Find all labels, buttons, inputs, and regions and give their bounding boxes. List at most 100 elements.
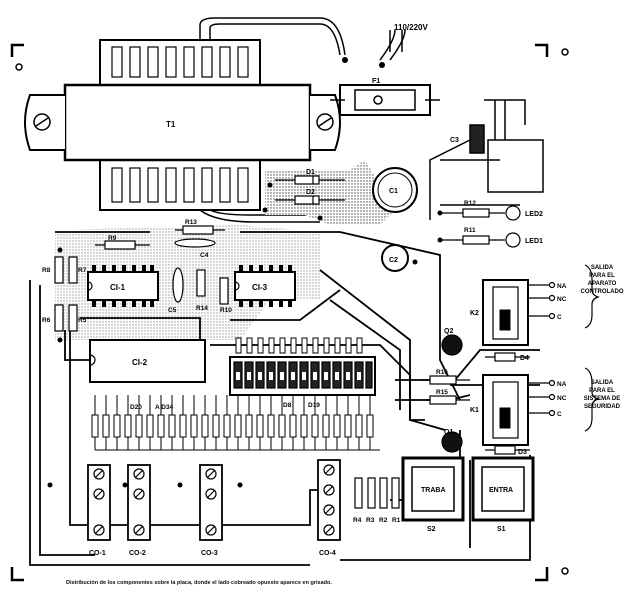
label-co4: CO-4 (319, 550, 336, 557)
salida-ctrl-line: APARATO (588, 281, 617, 287)
label-c3: C3 (450, 137, 459, 144)
ic-ci2 (89, 339, 206, 383)
label-d4: D4 (520, 355, 529, 362)
ci3-pins (239, 265, 292, 307)
figure-caption: Distribución de los componentes sobre la… (66, 580, 332, 586)
wires (199, 17, 406, 223)
label-k2: K2 (470, 310, 479, 317)
label-ci1: CI-1 (110, 283, 126, 292)
label-led1: LED1 (525, 238, 543, 245)
label-salida-controlado: SALIDA PARA EL APARATO CONTROLADO (581, 265, 624, 295)
label-entra: ENTRA (489, 487, 513, 494)
corner-marks (10, 43, 549, 582)
label-co3: CO-3 (201, 550, 218, 557)
label-r16: R16 (436, 369, 448, 376)
label-s1: S1 (497, 526, 506, 533)
label-r5: R5 (78, 317, 87, 324)
label-d8: D8 (283, 402, 292, 409)
label-t1: T1 (166, 120, 176, 129)
label-na2: NA (557, 381, 567, 388)
fuse-f1 (330, 84, 440, 116)
diodes-d4-d3 (485, 352, 530, 455)
label-co1: CO-1 (89, 550, 106, 557)
resistors-r1-r4 (354, 477, 400, 509)
label-d34: A D34 (155, 404, 174, 411)
diode-row-lower (91, 414, 374, 438)
label-c1: C1 (389, 188, 398, 195)
pads (47, 182, 443, 488)
relay-contacts (528, 264, 600, 432)
label-c-2: C (557, 411, 562, 418)
capacitors-c1-c2 (372, 167, 418, 272)
salida-ctrl-line: CONTROLADO (581, 289, 624, 295)
label-d20: D20 (130, 404, 142, 411)
pushbutton-s1 (471, 456, 535, 522)
label-mains: 110/220V (394, 23, 428, 32)
label-k1: K1 (470, 407, 479, 414)
label-r3: R3 (366, 517, 375, 524)
relay-k2 (482, 279, 529, 346)
ic-ci1 (87, 271, 159, 301)
regulator-c3 (429, 99, 544, 220)
transistors (420, 334, 470, 453)
label-d3: D3 (518, 449, 527, 456)
label-c4: C4 (200, 252, 209, 259)
label-na1: NA (557, 283, 567, 290)
label-ci3: CI-3 (252, 283, 268, 292)
label-d19: D19 (308, 402, 320, 409)
label-r8: R8 (42, 267, 51, 274)
label-r9: R9 (108, 235, 117, 242)
transformer-t1 (24, 39, 341, 211)
salida-seg-line: SALIDA (591, 380, 614, 386)
label-q1: Q1 (444, 429, 453, 436)
label-c5: C5 (168, 307, 177, 314)
label-d2: D2 (306, 189, 315, 196)
label-r13: R13 (185, 219, 197, 226)
salida-seg-line: SISTEMA DE (584, 396, 620, 402)
component-labels: 110/220V F1 T1 C3 D1 D2 C1 C2 R12 R11 LE… (42, 23, 567, 557)
label-q2: Q2 (444, 328, 453, 335)
label-r7: R7 (78, 267, 87, 274)
label-c2: C2 (389, 257, 398, 264)
dip-switch-bank (229, 356, 376, 396)
label-nc2: NC (557, 395, 567, 402)
c5-r14-r10 (172, 267, 229, 305)
label-r2: R2 (379, 517, 388, 524)
label-d1: D1 (306, 169, 315, 176)
pushbutton-s2 (401, 456, 465, 522)
salida-seg-line: SEGURIDAD (584, 404, 621, 410)
label-r6: R6 (42, 317, 51, 324)
label-c-1: C (557, 314, 562, 321)
connector-screws (93, 464, 335, 536)
label-nc1: NC (557, 296, 567, 303)
label-led2: LED2 (525, 211, 543, 218)
label-r10: R10 (220, 307, 232, 314)
label-s2: S2 (427, 526, 436, 533)
diode-row-upper (235, 337, 363, 354)
salida-ctrl-line: SALIDA (591, 265, 614, 271)
connectors (87, 459, 341, 541)
label-co2: CO-2 (129, 550, 146, 557)
diodes-d1-d2 (275, 175, 345, 205)
resistors-left (54, 256, 78, 332)
salida-ctrl-line: PARA EL (589, 273, 615, 279)
ic-ci3 (234, 271, 296, 301)
label-r15: R15 (436, 389, 448, 396)
label-r1: R1 (392, 517, 401, 524)
label-r12: R12 (464, 200, 476, 207)
relay-k1 (482, 374, 529, 446)
label-r14: R14 (196, 305, 208, 312)
label-r4: R4 (353, 517, 362, 524)
label-salida-seguridad: SALIDA PARA EL SISTEMA DE SEGURIDAD (584, 380, 621, 410)
resistors-top-left (95, 225, 225, 250)
register-circles (15, 48, 569, 575)
label-ci2: CI-2 (132, 358, 148, 367)
label-f1: F1 (372, 78, 380, 85)
ci1-pins (92, 265, 154, 307)
label-r11: R11 (464, 227, 476, 234)
leds-and-resistors (440, 205, 521, 248)
label-traba: TRABA (421, 487, 446, 494)
diode-row-lower-leads (94, 395, 380, 451)
